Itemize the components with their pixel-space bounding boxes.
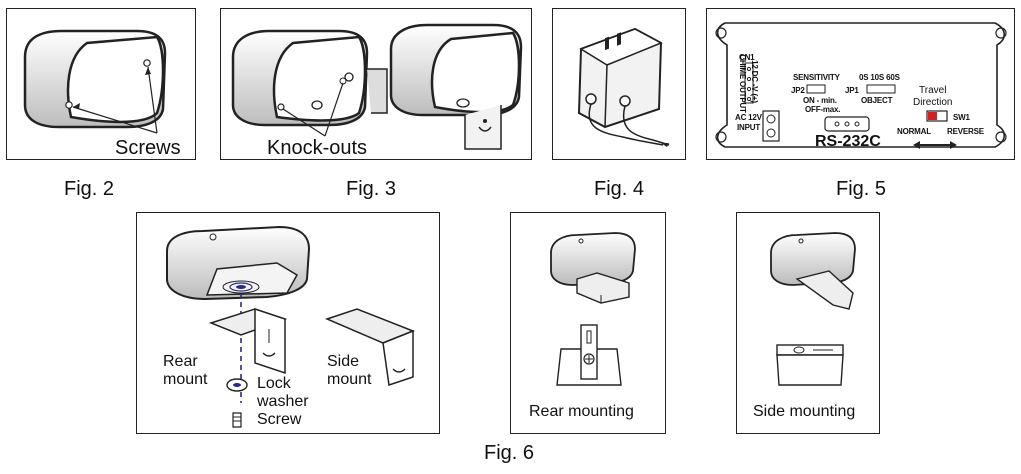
- fig5-panel: CN1 CHIME OUTPUT 12 DC -V (+) SENSITIVIT…: [706, 8, 1015, 160]
- object-times-label: 0S 10S 60S: [859, 73, 900, 82]
- fig5-caption: Fig. 5: [836, 178, 887, 200]
- sw1-label: SW1: [953, 113, 970, 122]
- fig6-side-panel: Side mounting: [736, 212, 880, 434]
- sensitivity-label: SENSITIVITY: [793, 73, 840, 82]
- object-label: OBJECT: [861, 96, 893, 105]
- exploded-mount-illustration: [166, 225, 416, 428]
- circuit-board-outline: [715, 22, 1007, 149]
- chime-output-label: CHIME OUTPUT: [737, 54, 747, 113]
- fig6-rear-panel: Rear mounting: [510, 212, 666, 434]
- screw-label: Screw: [257, 411, 302, 428]
- knockouts-illustration: [231, 23, 523, 150]
- screws-label: Screws: [115, 137, 181, 159]
- sensor-housing-illustration: [23, 29, 167, 134]
- side-mounting-illustration: [770, 232, 856, 386]
- fig6-caption: Fig. 6: [484, 442, 535, 464]
- rear-label: Rear: [163, 353, 198, 370]
- rear-mounting-illustration: [550, 232, 636, 386]
- fig3-panel: Knock-outs: [220, 8, 532, 160]
- ac12v-label: AC 12V: [735, 113, 762, 122]
- side-mount-label: mount: [327, 371, 372, 388]
- lock-label: Lock: [257, 375, 291, 392]
- rs232c-label: RS-232C: [815, 133, 881, 150]
- normal-label: NORMAL: [897, 127, 931, 136]
- input-label: INPUT: [737, 123, 761, 132]
- ac-adapter-illustration: [577, 27, 670, 147]
- knockouts-label: Knock-outs: [267, 137, 368, 159]
- jp1-label: JP1: [845, 86, 859, 95]
- fig2-caption: Fig. 2: [64, 178, 115, 200]
- fig4-panel: [552, 8, 686, 160]
- dc-12v-label: 12 DC -V (+): [749, 60, 759, 103]
- side-label: Side: [327, 353, 360, 370]
- jp2-label: JP2: [791, 86, 805, 95]
- fig4-caption: Fig. 4: [594, 178, 645, 200]
- travel-label: Travel: [919, 85, 947, 96]
- direction-label: Direction: [913, 97, 953, 108]
- rear-mount-label: mount: [163, 371, 208, 388]
- washer-label: washer: [257, 393, 309, 410]
- cn1-label: CN1: [739, 53, 755, 62]
- fig2-panel: Screws: [6, 8, 196, 160]
- on-min-label: ON - min.: [803, 96, 837, 105]
- rear-mounting-caption: Rear mounting: [529, 403, 634, 420]
- fig6-exploded-panel: Rear mount Side mount Lock washer Screw: [136, 212, 440, 434]
- reverse-label: REVERSE: [947, 127, 984, 136]
- fig3-caption: Fig. 3: [346, 178, 397, 200]
- side-mounting-caption: Side mounting: [753, 403, 856, 420]
- off-max-label: OFF-max.: [805, 105, 841, 114]
